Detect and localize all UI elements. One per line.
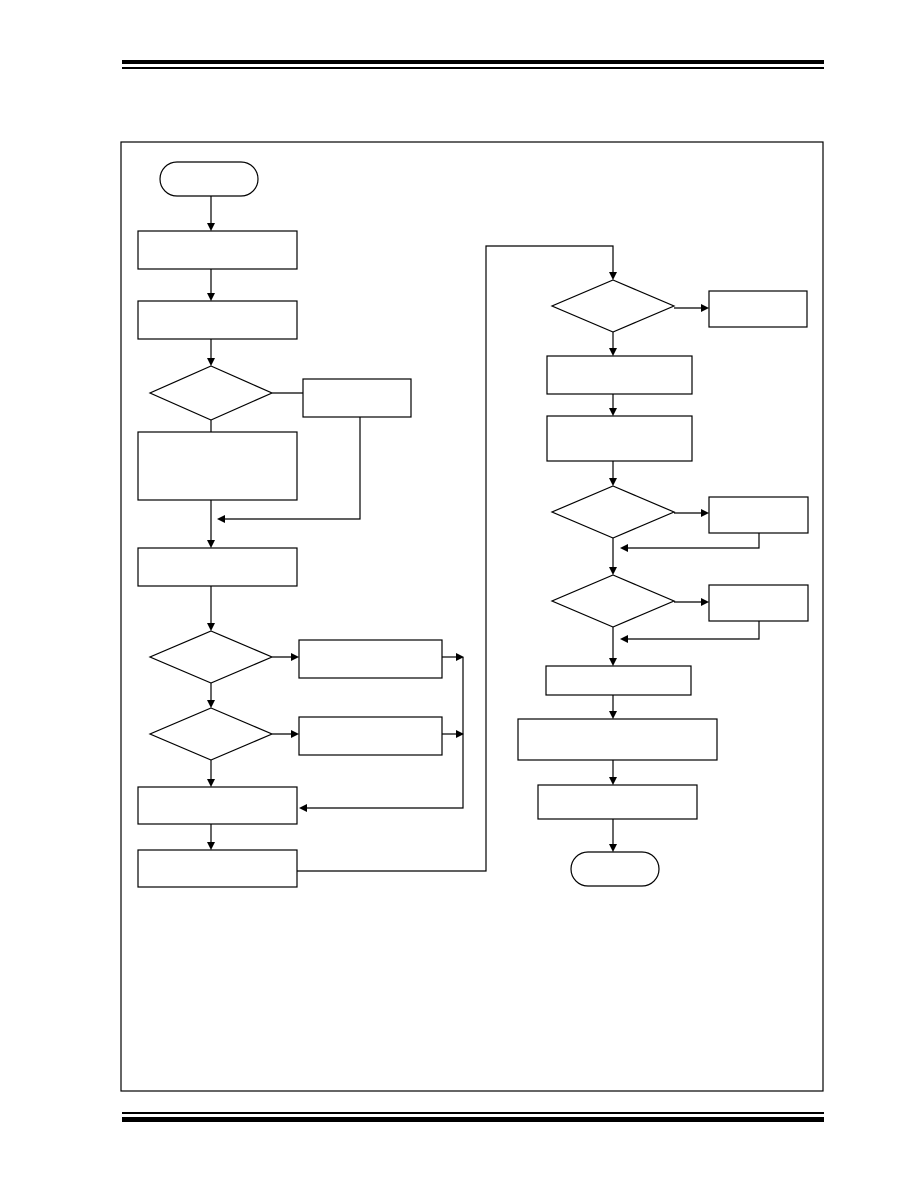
end-terminal xyxy=(570,851,660,887)
r-decision-3 xyxy=(550,574,676,628)
r-step-3 xyxy=(545,665,692,696)
r-step-2 xyxy=(546,415,693,462)
arrowhead xyxy=(207,842,215,850)
arrowhead xyxy=(207,223,215,231)
l-decision-2 xyxy=(148,630,274,684)
arrowhead xyxy=(609,658,617,666)
r-branch-1 xyxy=(708,290,808,328)
l-branch-1 xyxy=(302,378,412,418)
arrowhead xyxy=(609,272,617,280)
arrowhead xyxy=(217,515,225,523)
arrowhead xyxy=(609,408,617,416)
arrowhead xyxy=(207,779,215,787)
arrowhead xyxy=(456,653,464,661)
arrowhead xyxy=(207,293,215,301)
r-decision-1 xyxy=(550,279,676,333)
r-step-4 xyxy=(517,718,718,761)
l-branch-2 xyxy=(298,639,443,679)
arrowhead xyxy=(207,358,215,366)
r-decision-2 xyxy=(550,485,676,539)
arrowhead xyxy=(609,777,617,785)
footer-rule-thin xyxy=(122,1112,824,1114)
connector xyxy=(627,621,760,640)
footer-rule-thick xyxy=(122,1117,824,1122)
figure-frame xyxy=(120,141,824,1092)
arrowhead xyxy=(609,711,617,719)
arrowhead xyxy=(207,700,215,708)
arrowhead xyxy=(701,598,709,606)
connector xyxy=(297,245,614,872)
arrowhead xyxy=(620,544,628,552)
arrowhead xyxy=(207,540,215,548)
l-decision-3 xyxy=(148,707,274,761)
r-step-5 xyxy=(537,784,698,820)
connector xyxy=(306,657,464,809)
arrowhead xyxy=(609,478,617,486)
arrowhead xyxy=(701,509,709,517)
l-step-3 xyxy=(137,431,298,501)
l-step-2 xyxy=(137,300,298,340)
l-decision-1 xyxy=(148,365,274,421)
arrowhead xyxy=(299,804,307,812)
arrowhead xyxy=(291,730,299,738)
connector xyxy=(627,533,760,549)
arrowhead xyxy=(609,567,617,575)
l-step-5 xyxy=(137,786,298,825)
connector xyxy=(224,417,361,520)
r-step-1 xyxy=(546,355,693,395)
arrowhead xyxy=(609,348,617,356)
arrowhead xyxy=(609,844,617,852)
header-rule-thick xyxy=(122,60,824,64)
r-branch-2 xyxy=(708,496,809,534)
l-step-4 xyxy=(137,547,298,587)
l-branch-3 xyxy=(298,716,443,756)
arrowhead xyxy=(456,730,464,738)
header-rule-thin xyxy=(122,67,824,69)
l-step-1 xyxy=(137,230,298,270)
arrowhead xyxy=(207,623,215,631)
start-terminal xyxy=(159,161,259,197)
r-branch-3 xyxy=(708,584,809,622)
arrowhead xyxy=(291,653,299,661)
l-step-6 xyxy=(137,849,298,888)
arrowhead xyxy=(701,304,709,312)
arrowhead xyxy=(620,635,628,643)
